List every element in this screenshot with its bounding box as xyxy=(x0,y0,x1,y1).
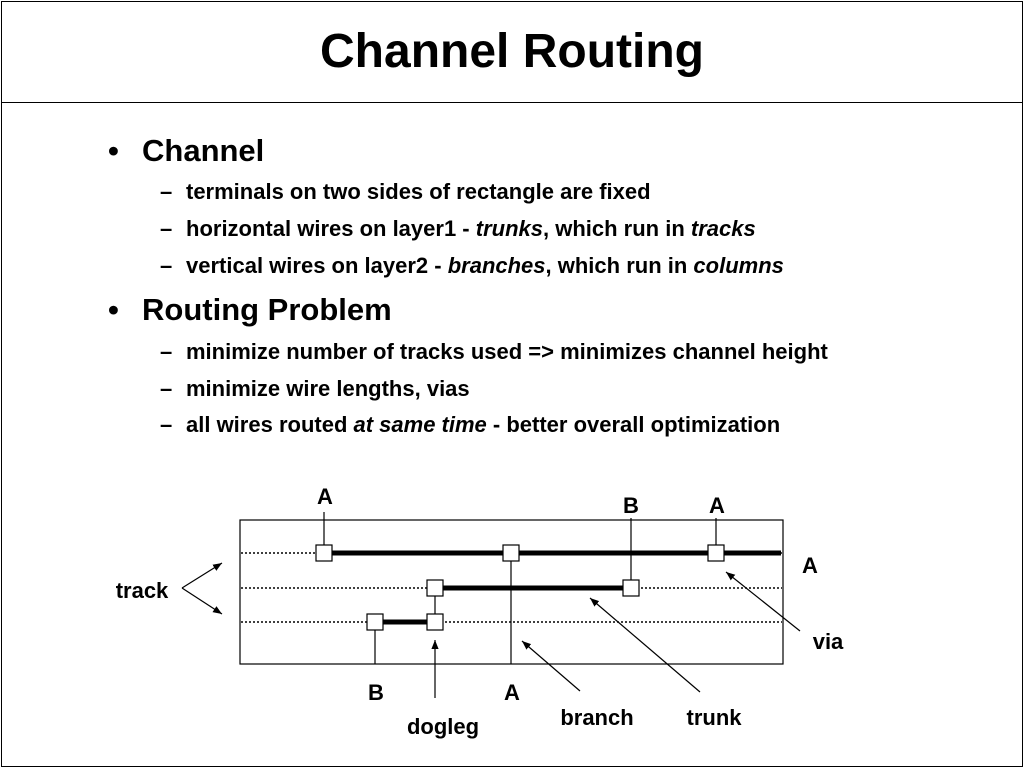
sub-item-text: minimize number of tracks used => minimi… xyxy=(186,339,828,364)
sub-marker: – xyxy=(160,179,173,204)
top-terminal-label: A xyxy=(317,484,333,509)
branch-label: branch xyxy=(560,705,633,730)
track-arrow-upper xyxy=(181,562,223,589)
bullet-marker: • xyxy=(108,292,119,327)
via xyxy=(426,613,444,631)
bottom-terminal-label: A xyxy=(504,680,520,705)
dogleg-label: dogleg xyxy=(407,714,479,739)
via xyxy=(426,579,444,597)
via xyxy=(707,544,725,562)
sub-item: – minimize number of tracks used => mini… xyxy=(0,339,1024,365)
sub-item: – minimize wire lengths, vias xyxy=(0,376,1024,402)
emphasis: at same time xyxy=(353,412,487,437)
top-terminal-label: B xyxy=(623,493,639,518)
sub-marker: – xyxy=(160,216,173,241)
emphasis: branches xyxy=(447,253,546,278)
sub-marker: – xyxy=(160,253,173,278)
via xyxy=(315,544,333,562)
sub-marker: – xyxy=(160,376,173,401)
via xyxy=(366,613,384,631)
sub-item-text: all wires routed at same time - better o… xyxy=(186,412,781,437)
bottom-terminal-label: B xyxy=(368,680,384,705)
track-arrow-lower xyxy=(181,587,223,615)
sub-item: – all wires routed at same time - better… xyxy=(0,412,1024,438)
via xyxy=(502,544,520,562)
sub-item-text: minimize wire lengths, vias xyxy=(186,376,470,401)
bullet-channel: • Channel xyxy=(0,133,1024,169)
via-arrow xyxy=(725,571,801,632)
title-divider xyxy=(1,102,1023,103)
trunk-label: trunk xyxy=(687,705,743,730)
branch-arrow xyxy=(521,640,581,692)
slide-title: Channel Routing xyxy=(320,25,704,78)
emphasis: tracks xyxy=(690,216,756,241)
sub-marker: – xyxy=(160,339,173,364)
via xyxy=(622,579,640,597)
bullet-marker: • xyxy=(108,133,119,168)
channel-routing-diagram: A B A A B A track via dogleg branch trun… xyxy=(116,484,844,739)
via-label: via xyxy=(813,629,844,654)
bullet-routing-problem: • Routing Problem xyxy=(0,292,1024,328)
sub-item-text: terminals on two sides of rectangle are … xyxy=(186,179,651,204)
bullet-label: Routing Problem xyxy=(142,292,392,327)
top-terminal-label: A xyxy=(709,493,725,518)
sub-item: – terminals on two sides of rectangle ar… xyxy=(0,179,1024,205)
sub-item: – horizontal wires on layer1 - trunks, w… xyxy=(0,216,1024,242)
emphasis: columns xyxy=(693,253,784,278)
track-label: track xyxy=(116,578,169,603)
trunk-arrow xyxy=(589,597,701,693)
sub-item-text: horizontal wires on layer1 - trunks, whi… xyxy=(186,216,756,241)
sub-marker: – xyxy=(160,412,173,437)
bullet-label: Channel xyxy=(142,133,265,168)
sub-item-text: vertical wires on layer2 - branches, whi… xyxy=(186,253,784,278)
right-terminal-label: A xyxy=(802,553,818,578)
emphasis: trunks xyxy=(475,216,543,241)
sub-item: – vertical wires on layer2 - branches, w… xyxy=(0,253,1024,279)
